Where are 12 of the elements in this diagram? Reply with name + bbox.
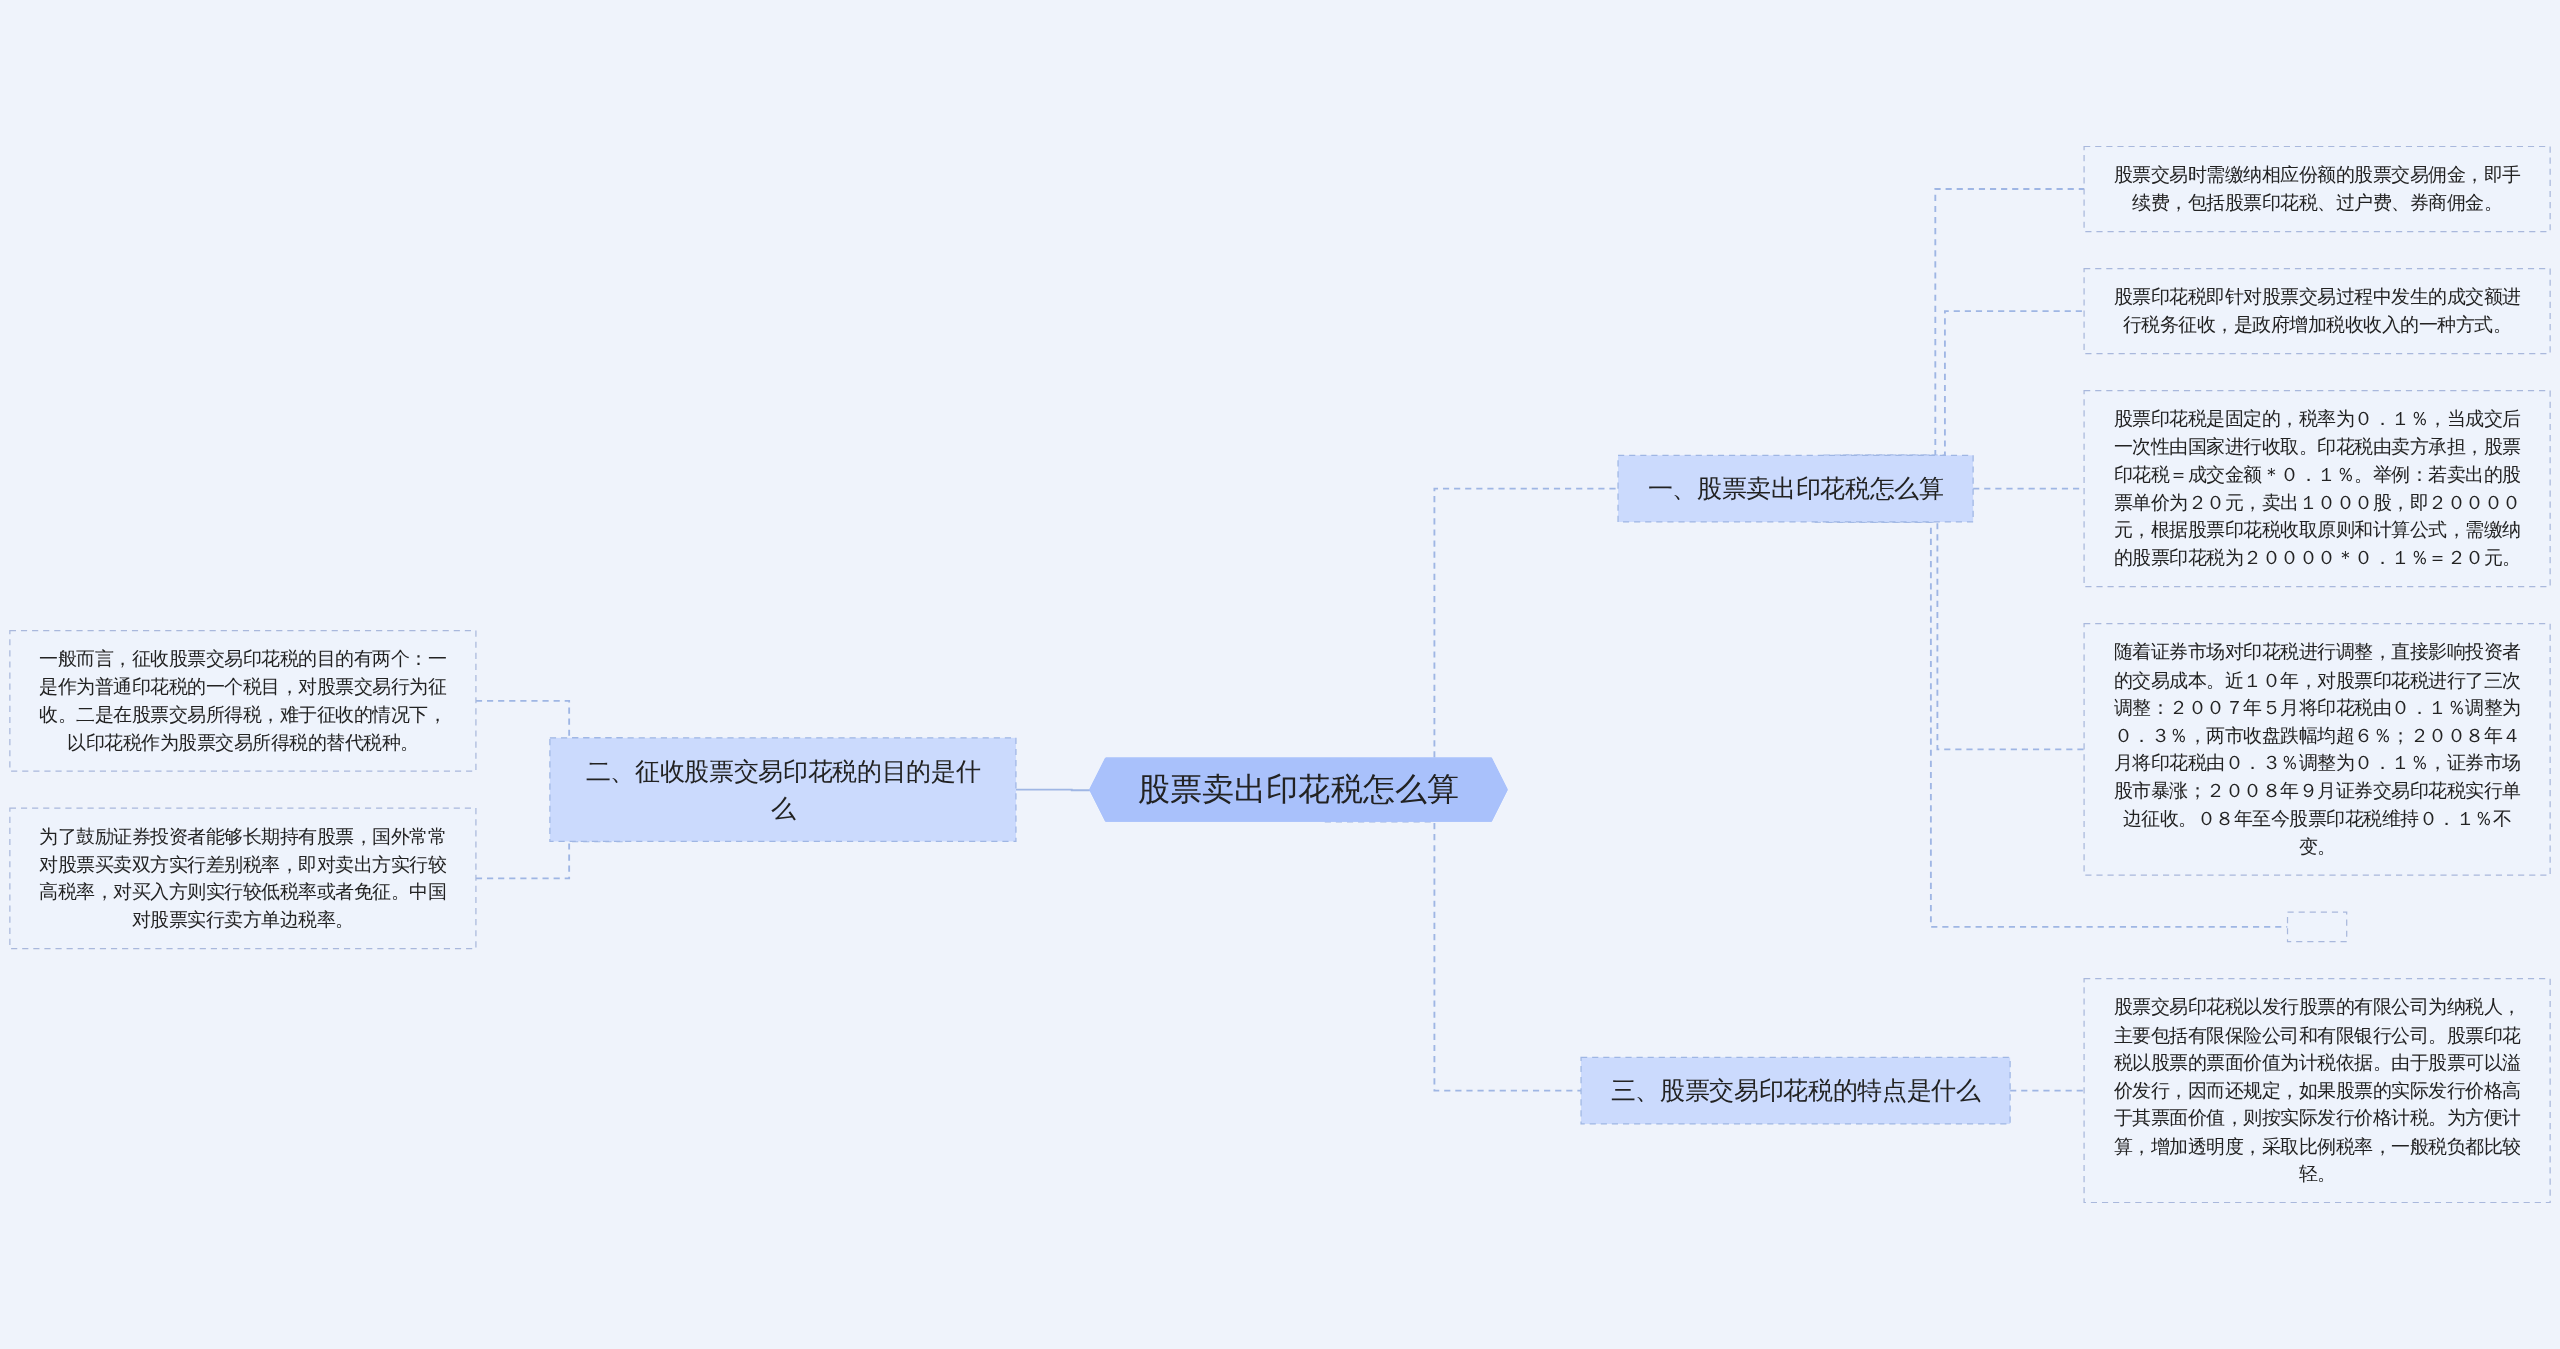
node-box <box>2286 911 2348 943</box>
node-box: 一、股票卖出印花税怎么算 <box>1617 454 1974 523</box>
node-box: 为了鼓励证券投资者能够长期持有股票，国外常常对股票买卖双方实行差别税率，即对卖出方实行较高税率，对买入方则实行较低税率或者免征。中国对股票实行卖方单边税率。 <box>9 807 477 950</box>
node-box: 三、股票交易印花税的特点是什么 <box>1580 1056 2011 1125</box>
node-box: 二、征收股票交易印花税的目的是什么 <box>549 737 1017 843</box>
node-box: 一般而言，征收股票交易印花税的目的有两个：一是作为普通印花税的一个税目，对股票交易行为征收。二是在股票交易所得税，难于征收的情况下，以印花税作为股票交易所得税的替代税种。 <box>9 629 477 772</box>
node-box: 股票印花税是固定的，税率为０．１％，当成交后一次性由国家进行收取。印花税由卖方承担，股票印花税＝成交金额＊０．１％。举例：若卖出的股票单价为２０元，卖出１０００股，即２００００元，根据股票印花税收取原则和计算公式，需缴纳的股票印花税为２００００＊０．１％＝２０元。 <box>2083 390 2551 588</box>
node-box: 股票交易印花税以发行股票的有限公司为纳税人，主要包括有限保险公司和有限银行公司。股票印花税以股票的票面价值为计税依据。由于股票可以溢价发行，因而还规定，如果股票的实际发行价格高于其票面价值，则按实际发行价格计税。为方便计算，增加透明度，采取比例税率，一般税负都比较轻。 <box>2083 978 2551 1204</box>
connector <box>1015 788 1092 792</box>
node-box: 股票交易时需缴纳相应份额的股票交易佣金，即手续费，包括股票印花税、过户费、券商佣金。 <box>2083 145 2551 233</box>
node-box: 股票印花税即针对股票交易过程中发生的成交额进行税务征收，是政府增加税收收入的一种方式。 <box>2083 267 2551 355</box>
node-box: 随着证券市场对印花税进行调整，直接影响投资者的交易成本。近１０年，对股票印花税进行了三次调整：２００７年５月将印花税由０．１％调整为０．３％，两市收盘跌幅均超６％；２００８年４月将印花税由０．３％调整为０．１％，证券市场股市暴涨；２００８年９月证券交易印花税实行单边征收。０８年至今股票印花税维持０．１％不变。 <box>2083 623 2551 876</box>
